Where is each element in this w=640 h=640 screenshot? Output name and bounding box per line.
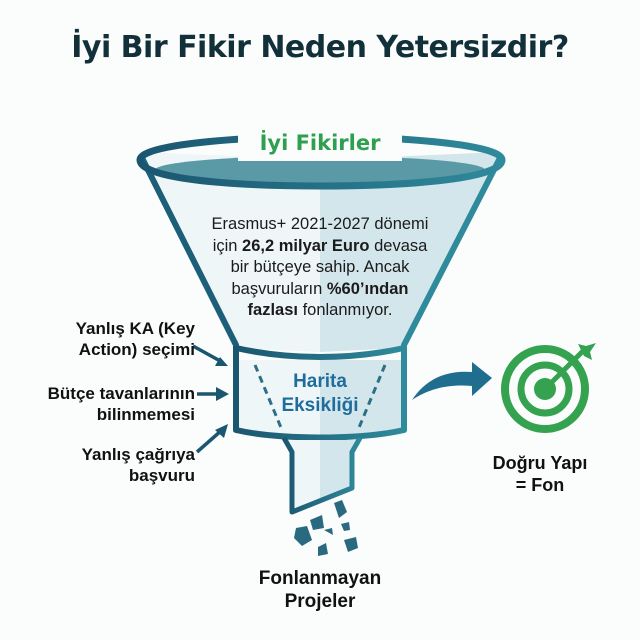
debris-fragments-icon xyxy=(294,500,358,556)
body-text-bold: fazlası xyxy=(247,301,298,319)
reason-line: Bütçe tavanlarının xyxy=(47,384,195,403)
reason-line: Yanlış çağrıya xyxy=(81,445,195,464)
result-label: Doğru Yapı = Fon xyxy=(470,452,610,496)
reason-line: başvuru xyxy=(128,466,195,485)
funnel-top-label: İyi Fikirler xyxy=(238,125,402,161)
body-line: Erasmus+ 2021-2027 dönemi xyxy=(211,215,429,233)
target-icon xyxy=(501,343,596,433)
body-line: fazlası fonlanmıyor. xyxy=(190,300,450,322)
body-line: için 26,2 milyar Euro devasa xyxy=(190,236,450,258)
reason-line: Yanlış KA (Key xyxy=(75,319,195,338)
body-text-segment: fonlanmıyor. xyxy=(297,301,393,319)
body-text-segment: başvuruların xyxy=(231,279,327,298)
neck-label-line: Harita xyxy=(293,371,347,392)
reason-budget-ceiling: Bütçe tavanlarının bilinmemesi xyxy=(10,383,195,425)
funnel-neck xyxy=(233,345,407,441)
neck-label-line: Eksikliği xyxy=(281,395,359,416)
funnel-cone xyxy=(136,135,506,352)
funnel-body-text: Erasmus+ 2021-2027 dönemi için 26,2 mily… xyxy=(190,214,450,322)
funnel-rim xyxy=(136,135,506,190)
budget-highlight: 26,2 milyar Euro xyxy=(242,236,370,255)
body-line: başvuruların %60’ından xyxy=(190,279,450,301)
liquid-surface xyxy=(155,156,485,184)
page-title: İyi Bir Fikir Neden Yetersizdir? xyxy=(71,30,569,65)
result-line: Doğru Yapı xyxy=(492,453,588,473)
body-text-segment: için xyxy=(212,236,243,255)
reason-line: bilinmemesi xyxy=(96,405,195,424)
reason-wrong-call: Yanlış çağrıya başvuru xyxy=(10,444,195,486)
funnel-spout xyxy=(281,436,363,515)
reason-line: Action) seçimi xyxy=(78,340,195,359)
neck-label: Harita Eksikliği xyxy=(260,370,380,418)
output-line: Fonlanmayan xyxy=(258,568,382,589)
body-line: bir bütçeye sahip. Ancak xyxy=(230,258,410,276)
unfunded-projects-label: Fonlanmayan Projeler xyxy=(220,567,420,613)
reason-arrows xyxy=(192,344,229,454)
output-line: Projeler xyxy=(284,591,356,612)
percentage-highlight: %60’ından xyxy=(326,279,409,298)
body-text-segment: devasa xyxy=(369,236,428,255)
result-line: = Fon xyxy=(515,475,565,495)
reason-wrong-ka: Yanlış KA (Key Action) seçimi xyxy=(10,318,195,360)
curved-arrow-icon xyxy=(412,362,492,400)
